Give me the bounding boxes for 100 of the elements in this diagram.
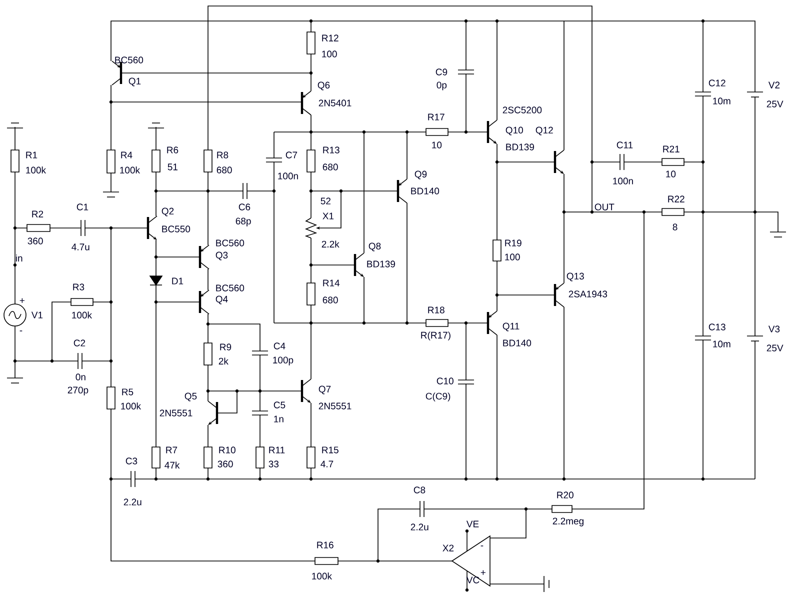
component-label: R18 [428, 306, 444, 314]
component-label: 25V [766, 344, 784, 352]
component-label: 2.2u [124, 498, 142, 506]
component-label: R2 [32, 210, 44, 218]
component-label: R(R17) [421, 332, 450, 340]
component-label: Q5 [184, 392, 197, 402]
component-label: - [20, 330, 22, 332]
component-label: X1 [322, 212, 334, 220]
component-label: R7 [166, 446, 178, 454]
component-label: 0p [436, 82, 447, 90]
component-label: R14 [323, 280, 340, 286]
component-label: C13 [708, 324, 726, 330]
component-label: 360 [28, 238, 43, 244]
component-label: R16 [317, 542, 334, 548]
component-label: BD140 [503, 340, 532, 346]
component-label: 270p [68, 386, 88, 396]
component-label: 100 [505, 254, 520, 260]
component-label: V2 [768, 82, 780, 88]
component-label: 100k [26, 166, 46, 174]
component-label: R12 [322, 34, 338, 42]
component-label: R22 [668, 196, 684, 202]
component-label: 52 [320, 198, 330, 204]
component-label: R6 [167, 146, 178, 154]
component-label: 0n [76, 374, 86, 380]
component-label: V1 [31, 312, 43, 318]
component-label: 100k [120, 166, 140, 174]
component-label: 2N5401 [318, 100, 352, 106]
component-label: 100k [121, 402, 142, 410]
component-label: 100n [613, 178, 633, 184]
component-label: Q9 [414, 170, 427, 180]
component-label: V3 [768, 326, 780, 332]
component-label: Q2 [162, 208, 174, 216]
component-label: 680 [322, 296, 338, 304]
component-label: Q12 [536, 126, 553, 136]
component-label: 10m [713, 340, 730, 348]
component-label: BC550 [162, 226, 190, 232]
component-label: BD139 [367, 260, 395, 268]
component-label: 8 [672, 224, 678, 230]
component-label: 4.7u [72, 244, 90, 250]
component-label: BD139 [506, 144, 534, 150]
component-label: C5 [274, 402, 286, 408]
component-label: 2.2k [322, 240, 340, 248]
component-label: BC560 [216, 284, 244, 292]
component-label: 33 [268, 460, 279, 468]
component-label: + [20, 298, 24, 303]
component-label: C6 [238, 204, 250, 210]
component-label: 2N5551 [318, 402, 352, 410]
component-label: C11 [616, 142, 633, 148]
component-label: 100p [273, 356, 294, 366]
component-label: Q4 [216, 296, 228, 304]
component-label: C12 [708, 80, 726, 86]
component-label: OUT [594, 204, 614, 210]
component-label: BC560 [115, 56, 144, 64]
component-label: D1 [172, 278, 184, 284]
component-label: R17 [428, 114, 444, 120]
component-label: 2N5551 [160, 410, 192, 416]
component-label: 100 [322, 50, 337, 58]
component-label: R19 [505, 240, 522, 246]
component-label: Q1 [128, 78, 141, 86]
component-label: 47k [164, 462, 180, 468]
component-label: Q7 [318, 386, 331, 394]
component-label: 360 [218, 460, 233, 468]
component-label: R15 [322, 446, 338, 454]
component-label: C2 [74, 340, 86, 346]
component-label: Q11 [502, 322, 520, 332]
component-label: Q10 [506, 126, 523, 136]
component-label: 10m [713, 98, 730, 104]
component-label: 100n [278, 172, 298, 180]
component-label: R21 [663, 146, 680, 152]
component-label: 2SA1943 [568, 290, 608, 298]
component-label: Q8 [368, 242, 381, 252]
component-label: R10 [219, 446, 236, 454]
component-label: R11 [269, 446, 285, 454]
component-label: + [480, 570, 486, 575]
component-label: R5 [122, 388, 134, 396]
component-label: 100k [72, 312, 92, 318]
component-label: R8 [217, 152, 228, 158]
component-label: R20 [557, 492, 574, 498]
component-label: R13 [323, 146, 340, 154]
component-label: C3 [126, 458, 138, 464]
component-label: C10 [436, 378, 454, 384]
component-label: R3 [73, 284, 84, 290]
component-label: Q6 [318, 82, 330, 90]
component-label: C9 [436, 68, 448, 76]
component-label: 2k [218, 358, 228, 364]
component-label: X2 [442, 544, 454, 552]
component-label: 51 [168, 164, 178, 170]
component-label: R9 [220, 344, 232, 350]
component-label: 25V [766, 100, 784, 108]
component-label: Q3 [216, 252, 228, 260]
component-label: C(C9) [426, 392, 450, 402]
component-label: 2SC5200 [502, 106, 542, 114]
component-label: 2.2meg [552, 518, 584, 526]
component-label: BD140 [411, 188, 440, 194]
component-label: 680 [322, 164, 338, 170]
component-label: 1n [274, 416, 284, 422]
component-label: 2.2u [410, 524, 428, 530]
component-label: Q13 [566, 272, 584, 282]
component-label: in [16, 254, 22, 262]
component-label: 100k [312, 572, 332, 580]
